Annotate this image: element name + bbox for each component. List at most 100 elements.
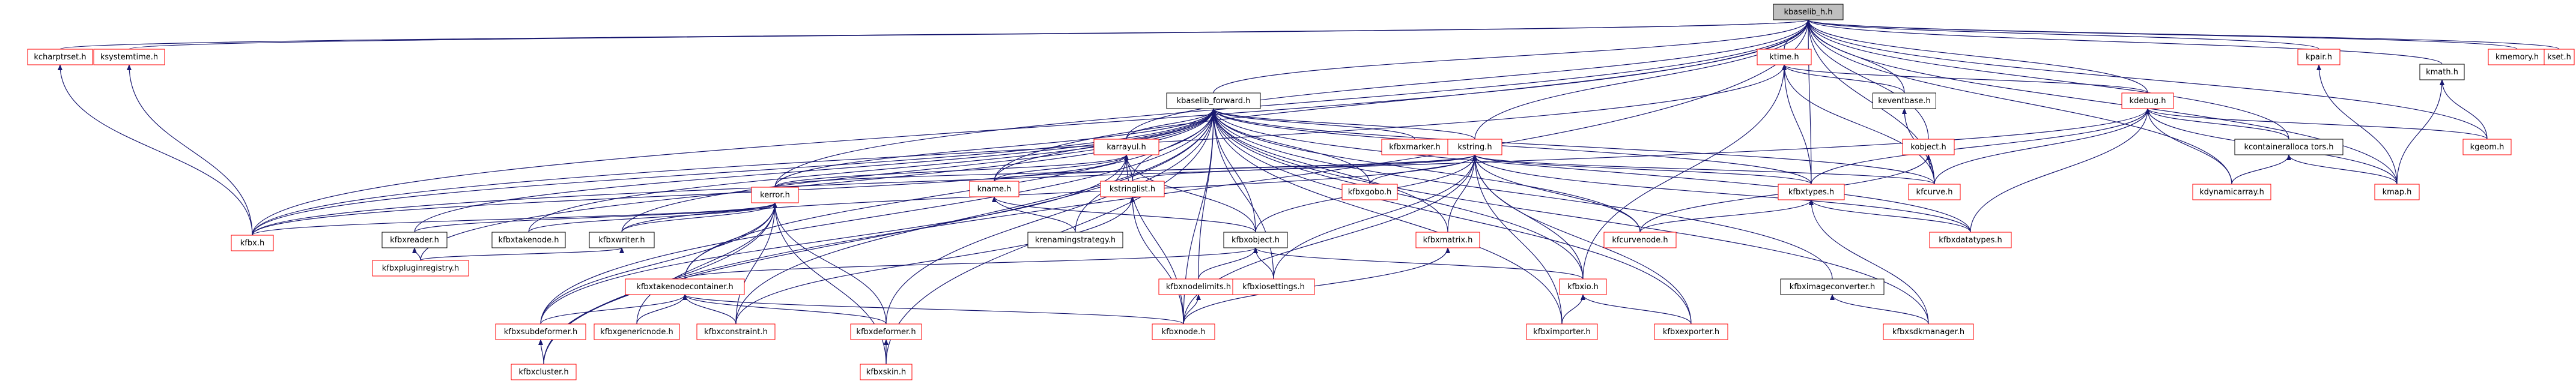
node-kfbx[interactable]: kfbx.h — [231, 235, 274, 251]
node-label-kmath: kmath.h — [2426, 68, 2458, 77]
edge-kfbxskin-to-kerror — [773, 202, 887, 365]
node-kfbxtakenode[interactable]: kfbxtakenode.h — [491, 232, 566, 248]
node-karrayul[interactable]: karrayul.h — [1093, 139, 1159, 155]
node-kstring[interactable]: kstring.h — [1447, 139, 1502, 155]
node-ksystime[interactable]: ksystemtime.h — [93, 49, 165, 65]
node-kname[interactable]: kname.h — [969, 181, 1019, 197]
node-box-kmap — [2374, 184, 2420, 200]
node-label-kfbxtakenode: kfbxtakenode.h — [499, 236, 559, 245]
node-box-kfbxexporter — [1654, 323, 1728, 340]
edge-karrayul-to-root — [1126, 19, 1811, 140]
edge-kfbxsubdeformer-to-kerror — [540, 202, 777, 325]
node-kfbxobject[interactable]: kfbxobject.h — [1223, 232, 1288, 248]
node-kfbxsdkmanager[interactable]: kfbxsdkmanager.h — [1883, 323, 1974, 340]
node-box-kfbxcluster — [511, 364, 577, 380]
node-label-kfbxconstraint: kfbxconstraint.h — [704, 328, 768, 337]
node-kfbxconstraint[interactable]: kfbxconstraint.h — [696, 323, 776, 340]
edge-kfbxmatrix-to-kbasefwd — [1211, 108, 1448, 233]
node-kdynamicarray[interactable]: kdynamicarray.h — [2192, 184, 2271, 200]
node-kfbxgenericnode[interactable]: kfbxgenericnode.h — [594, 323, 680, 340]
node-label-kfbxtypes: kfbxtypes.h — [1788, 188, 1834, 197]
node-kfbxtakecont[interactable]: kfbxtakenodecontainer.h — [625, 278, 745, 295]
node-kpair[interactable]: kpair.h — [2297, 49, 2341, 65]
edge-kfbxiosettings-to-kfbxobject — [1253, 247, 1274, 280]
node-kobject[interactable]: kobject.h — [1902, 139, 1955, 155]
node-box-karrayul — [1093, 139, 1159, 155]
node-box-kfbxplugin — [372, 260, 469, 277]
edge-kfbx-to-kbasefwd — [252, 108, 1216, 236]
node-kfbxplugin[interactable]: kfbxpluginregistry.h — [372, 260, 469, 277]
node-box-kfbxobject — [1223, 232, 1288, 248]
node-kbasefwd[interactable]: kbaselib_forward.h — [1166, 92, 1261, 109]
node-label-kstring: kstring.h — [1457, 143, 1492, 152]
node-kstringlist[interactable]: kstringlist.h — [1100, 181, 1165, 197]
node-kgeom[interactable]: kgeom.h — [2462, 139, 2512, 155]
edge-kfcurvenode-to-kfbxtypes — [1639, 199, 1814, 233]
edge-kfbxreader-to-kerror — [414, 202, 777, 233]
node-keventbase[interactable]: keventbase.h — [1873, 92, 1936, 109]
edge-kname-to-karrayul — [994, 154, 1129, 182]
node-kchar[interactable]: kcharptrset.h — [27, 49, 93, 65]
edge-kfbxgenericnode-to-kerror — [636, 202, 777, 325]
edge-kfbxnode-to-kfbxtakecont — [682, 294, 1184, 325]
node-kmemory[interactable]: kmemory.h — [2488, 49, 2547, 65]
node-kfbxsubdeformer[interactable]: kfbxsubdeformer.h — [495, 323, 586, 340]
edge-kfbxdeformer-to-kfbxtakecont — [682, 294, 887, 325]
node-kfcurve[interactable]: kfcurve.h — [1908, 184, 1961, 200]
node-kfbxmatrix[interactable]: kfbxmatrix.h — [1415, 232, 1480, 248]
node-kcontainer[interactable]: kcontaineralloca tors.h — [2234, 139, 2344, 155]
node-kset[interactable]: kset.h — [2544, 49, 2575, 65]
node-root[interactable]: kbaselib_h.h — [1773, 4, 1844, 20]
node-kfbxnode[interactable]: kfbxnode.h — [1152, 323, 1215, 340]
node-kfbxreader[interactable]: kfbxreader.h — [381, 232, 448, 248]
node-kerror[interactable]: kerror.h — [751, 187, 799, 203]
node-label-kfbxdatatypes: kfbxdatatypes.h — [1939, 236, 2002, 245]
node-kfbxdeformer[interactable]: kfbxdeformer.h — [850, 323, 922, 340]
node-kfbxtypes[interactable]: kfbxtypes.h — [1778, 184, 1845, 200]
node-label-karrayul: karrayul.h — [1107, 143, 1146, 152]
edge-kfbxconstraint-to-kbasefwd — [735, 108, 1216, 325]
node-kfbxskin[interactable]: kfbxskin.h — [860, 364, 913, 380]
edge-kfbxplugin-to-kfbxwriter — [420, 247, 624, 261]
node-ktime[interactable]: ktime.h — [1757, 49, 1812, 65]
edge-kerror-to-kstring — [774, 154, 1477, 188]
node-kfbxio[interactable]: kfbxio.h — [1559, 278, 1607, 295]
node-label-kfbxcluster: kfbxcluster.h — [518, 368, 568, 377]
node-box-kfbxdeformer — [850, 323, 922, 340]
node-kfbxgobo[interactable]: kfbxgobo.h — [1341, 184, 1398, 200]
edge-kerror-to-root — [774, 19, 1811, 188]
node-box-ksystime — [93, 49, 165, 65]
edge-kfcurvenode-to-kstring — [1472, 154, 1641, 233]
node-box-kpair — [2297, 49, 2341, 65]
edge-kcontainer-to-root — [1806, 19, 2289, 140]
node-kdebug[interactable]: kdebug.h — [2121, 92, 2174, 109]
node-box-kchar — [27, 49, 93, 65]
node-kfbxnodelimits[interactable]: kfbxnodelimits.h — [1158, 278, 1239, 295]
node-kfbxmarker[interactable]: kfbxmarker.h — [1381, 139, 1448, 155]
node-kfbxcluster[interactable]: kfbxcluster.h — [511, 364, 577, 380]
edge-layer — [58, 19, 2560, 365]
node-label-kfbximporter: kfbximporter.h — [1533, 328, 1591, 337]
node-kfbximageconv[interactable]: kfbximageconverter.h — [1780, 278, 1885, 295]
node-kfbxiosettings[interactable]: kfbxiosettings.h — [1232, 278, 1315, 295]
node-box-kgeom — [2462, 139, 2512, 155]
edge-kfbx-to-root — [252, 19, 1811, 236]
node-kfbxwriter[interactable]: kfbxwriter.h — [589, 232, 655, 248]
node-kfbxdatatypes[interactable]: kfbxdatatypes.h — [1929, 232, 2012, 248]
edge-kfbxtypes-to-kdebug — [1811, 108, 2150, 185]
node-krenaming[interactable]: krenamingstrategy.h — [1027, 232, 1123, 248]
edge-kmap-to-kmath — [2396, 79, 2444, 185]
edge-ksystime-to-root — [129, 19, 1810, 50]
edge-kfbx-to-ksystime — [127, 64, 253, 236]
node-box-ktime — [1757, 49, 1812, 65]
node-box-kstring — [1447, 139, 1502, 155]
node-kmap[interactable]: kmap.h — [2374, 184, 2420, 200]
node-kmath[interactable]: kmath.h — [2419, 64, 2465, 80]
node-kfbxexporter[interactable]: kfbxexporter.h — [1654, 323, 1728, 340]
node-kfbximporter[interactable]: kfbximporter.h — [1526, 323, 1598, 340]
edge-kfbxwriter-to-kerror — [621, 202, 777, 233]
node-box-kfbxsubdeformer — [495, 323, 586, 340]
node-label-keventbase: keventbase.h — [1878, 97, 1930, 106]
node-label-kfbxwriter: kfbxwriter.h — [598, 236, 645, 245]
node-kfcurvenode[interactable]: kfcurvenode.h — [1603, 232, 1677, 248]
